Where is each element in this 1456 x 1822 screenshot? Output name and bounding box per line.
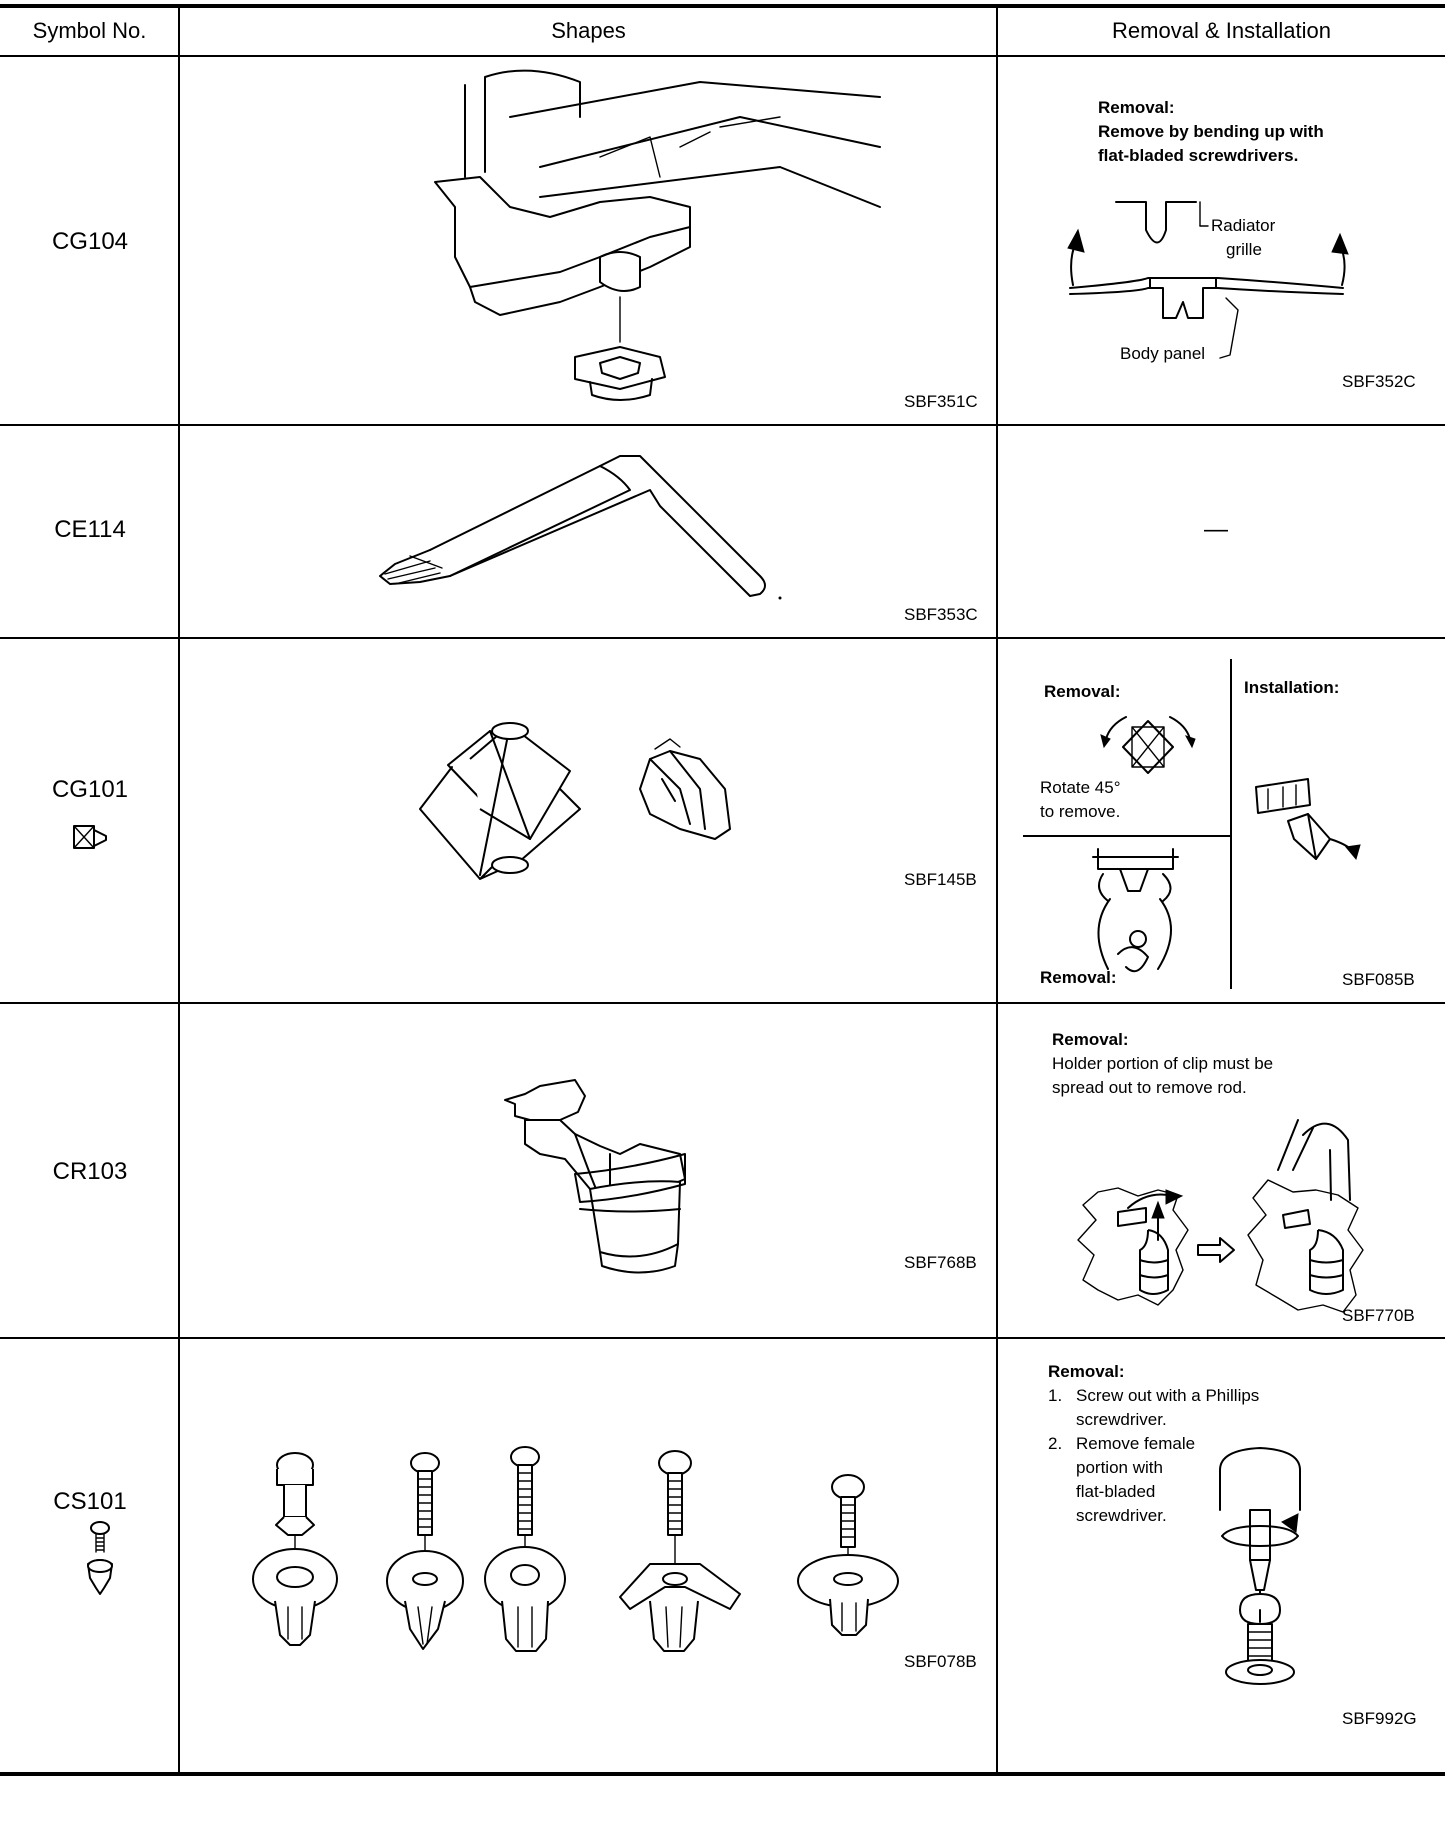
cg101-removal-title: Removal: [1044,682,1121,701]
cg101-removal-bottom: Removal: [1040,968,1117,987]
symbol-cg101: CG101 [51,776,129,803]
cg104-removal-title: Removal: [1098,98,1175,117]
cg101-installation-title: Installation: [1244,678,1340,697]
header-removal-installation: Removal & Installation [1112,18,1331,43]
cs101-step2-num: 2. [1048,1434,1063,1453]
cr103-clip-illustration [504,1079,686,1274]
grille-removal-diagram [1067,201,1349,359]
cs101-step1-line2: screwdriver. [1076,1410,1167,1429]
cs101-step2-line4: screwdriver. [1076,1506,1167,1525]
cr103-removal-diagram [1077,1119,1364,1313]
ri-code-sbf352c: SBF352C [1342,372,1416,391]
cr103-removal-line-1: Holder portion of clip must be [1052,1054,1274,1073]
cg101-symbol-icon [73,825,107,849]
cg101-clip-illustration [419,722,731,880]
cs101-step1-line1: Screw out with a Phillips [1076,1386,1260,1405]
cr103-removal-title: Removal: [1052,1030,1129,1049]
ri-code-sbf770b: SBF770B [1342,1306,1415,1325]
cg104-removal-line-1: Remove by bending up with [1098,122,1324,141]
label-body-panel: Body panel [1120,344,1206,363]
cg101-rotate-line-1: Rotate 45° [1040,778,1121,797]
label-radiator-2: grille [1226,240,1262,259]
shape-code-sbf353c: SBF353C [904,605,978,624]
symbol-cs101: CS101 [53,1488,127,1515]
cs101-symbol-icon [87,1521,113,1595]
cg101-rotate-line-2: to remove. [1040,802,1121,821]
cr103-removal-line-2: spread out to remove rod. [1052,1078,1247,1097]
cs101-step1-num: 1. [1048,1386,1063,1405]
ce114-clip-illustration [379,455,782,600]
ce114-no-procedure: — [1204,516,1228,543]
cs101-step2-line2: portion with [1076,1458,1163,1477]
cs101-step2-line3: flat-bladed [1076,1482,1156,1501]
shape-code-sbf768b: SBF768B [904,1253,977,1272]
symbol-ce114: CE114 [54,516,126,543]
shape-code-sbf078b: SBF078B [904,1652,977,1671]
header-symbol-no: Symbol No. [32,18,147,43]
cg101-removal-installation-diagram [1023,659,1361,989]
symbol-cr103: CR103 [52,1158,128,1185]
header-shapes: Shapes [551,18,626,43]
cs101-fastener-illustrations [252,1446,899,1652]
cs101-removal-title: Removal: [1048,1362,1125,1381]
ri-code-sbf992g: SBF992G [1342,1709,1417,1728]
ri-code-sbf085b: SBF085B [1342,970,1415,989]
grille-clip-illustration [434,69,881,401]
shape-code-sbf351c: SBF351C [904,392,978,411]
cg104-removal-line-2: flat-bladed screwdrivers. [1098,146,1299,165]
shape-code-sbf145b: SBF145B [904,870,977,889]
cs101-removal-diagram [1219,1447,1301,1685]
symbol-cg104: CG104 [51,228,129,255]
cs101-step2-line1: Remove female [1076,1434,1196,1453]
label-radiator-1: Radiator [1211,216,1276,235]
